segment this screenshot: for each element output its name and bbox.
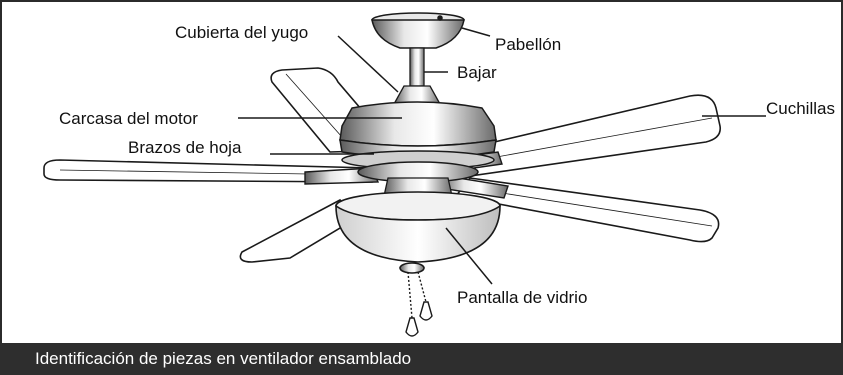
blade-front-right [454,177,720,243]
downrod-drawing [409,47,425,87]
label-blades: Cuchillas [766,99,835,118]
label-blade-arms: Brazos de hoja [128,138,242,157]
label-downrod: Bajar [457,63,497,82]
leader-glass-shade [445,227,493,285]
label-glass-shade: Pantalla de vidrio [457,288,588,307]
canopy-drawing [371,12,465,49]
leader-lines [238,27,766,285]
leader-canopy [461,27,491,37]
glass-shade-drawing [335,191,501,274]
label-motor-housing: Carcasa del motor [59,109,198,128]
label-canopy: Pabellón [495,35,562,54]
motor-housing-drawing [339,101,497,183]
leader-yoke-cover [337,35,399,93]
blade-right [450,94,722,177]
caption-bar [0,343,843,375]
blade-left [43,159,373,183]
pull-chains [405,271,433,337]
blade-lower-left [239,198,352,263]
label-yoke-cover: Cubierta del yugo [175,23,309,42]
caption-text: Identificación de piezas en ventilador e… [35,349,412,368]
